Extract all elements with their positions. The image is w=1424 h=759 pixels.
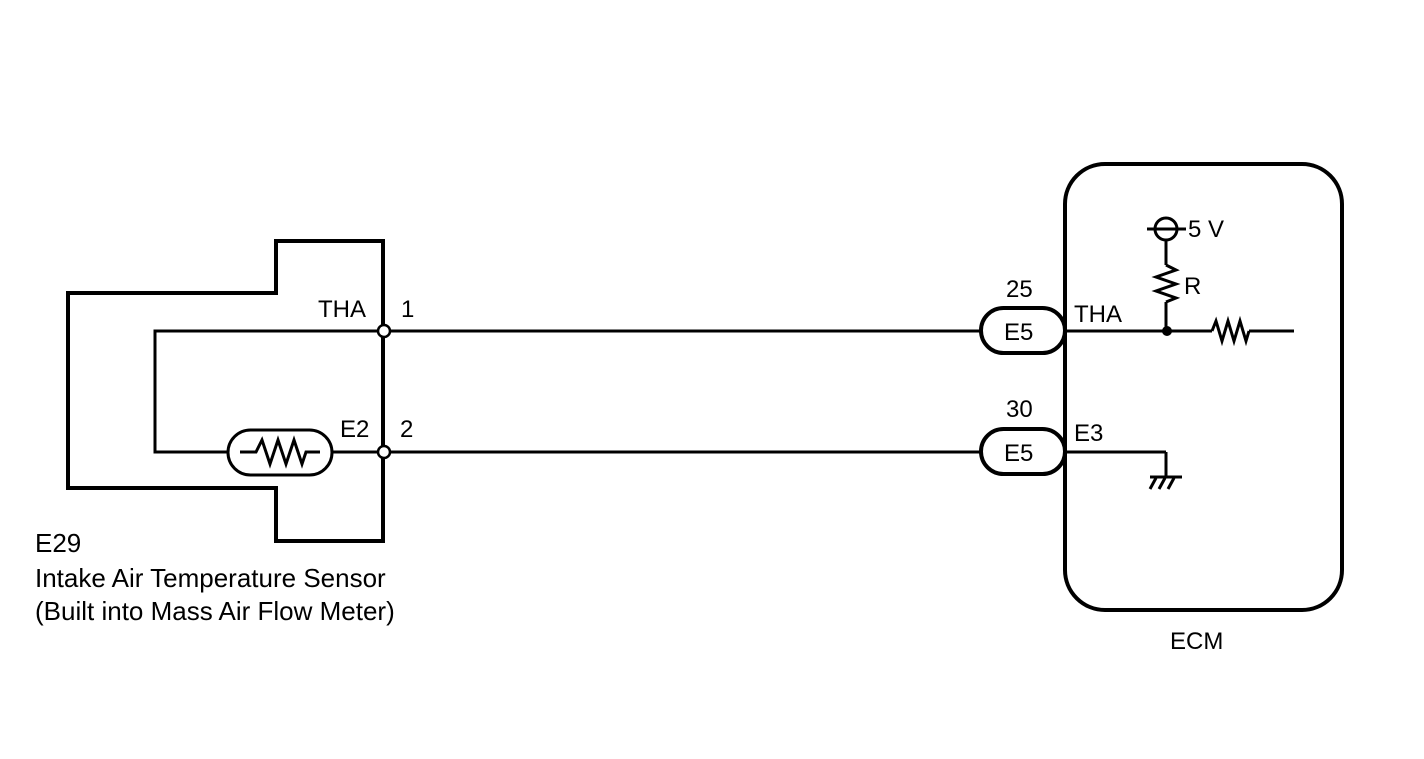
- connector-pin25-number: 25: [1006, 276, 1033, 303]
- sensor-pin2-signal-label: E2: [340, 416, 369, 443]
- sensor-pin2-number-label: 2: [400, 416, 413, 443]
- ecm-tha-label: THA: [1074, 301, 1122, 328]
- sensor-housing-outline: [66, 239, 385, 543]
- junction-dot: [1162, 326, 1172, 336]
- sensor-id-label: E29: [35, 528, 81, 558]
- sensor-pin1-signal-label: THA: [318, 296, 366, 323]
- ecm-label: ECM: [1170, 628, 1223, 655]
- connector-pin30-label: E5: [1004, 440, 1033, 467]
- ecm-input-resistor-symbol: [1210, 315, 1251, 347]
- pullup-resistor-symbol: [1151, 263, 1181, 304]
- sensor-pin1-number-label: 1: [401, 296, 414, 323]
- connector-pin25-label: E5: [1004, 319, 1033, 346]
- ecm-e3-label: E3: [1074, 420, 1103, 447]
- pin2-terminal: [376, 444, 392, 460]
- pin1-terminal: [376, 323, 392, 339]
- thermistor-resistor-symbol: [240, 435, 320, 469]
- thermistor-capsule: [226, 428, 334, 477]
- sensor-internal-wire: [153, 329, 383, 454]
- sensor-note-label: (Built into Mass Air Flow Meter): [35, 596, 395, 626]
- sensor-name-label: Intake Air Temperature Sensor: [35, 563, 386, 593]
- ecm-box: [1063, 162, 1344, 612]
- ground-icon: [1148, 477, 1176, 490]
- pullup-resistor-label: R: [1184, 273, 1201, 300]
- supply-voltage-label: 5 V: [1188, 216, 1224, 243]
- connector-pin30-number: 30: [1006, 396, 1033, 423]
